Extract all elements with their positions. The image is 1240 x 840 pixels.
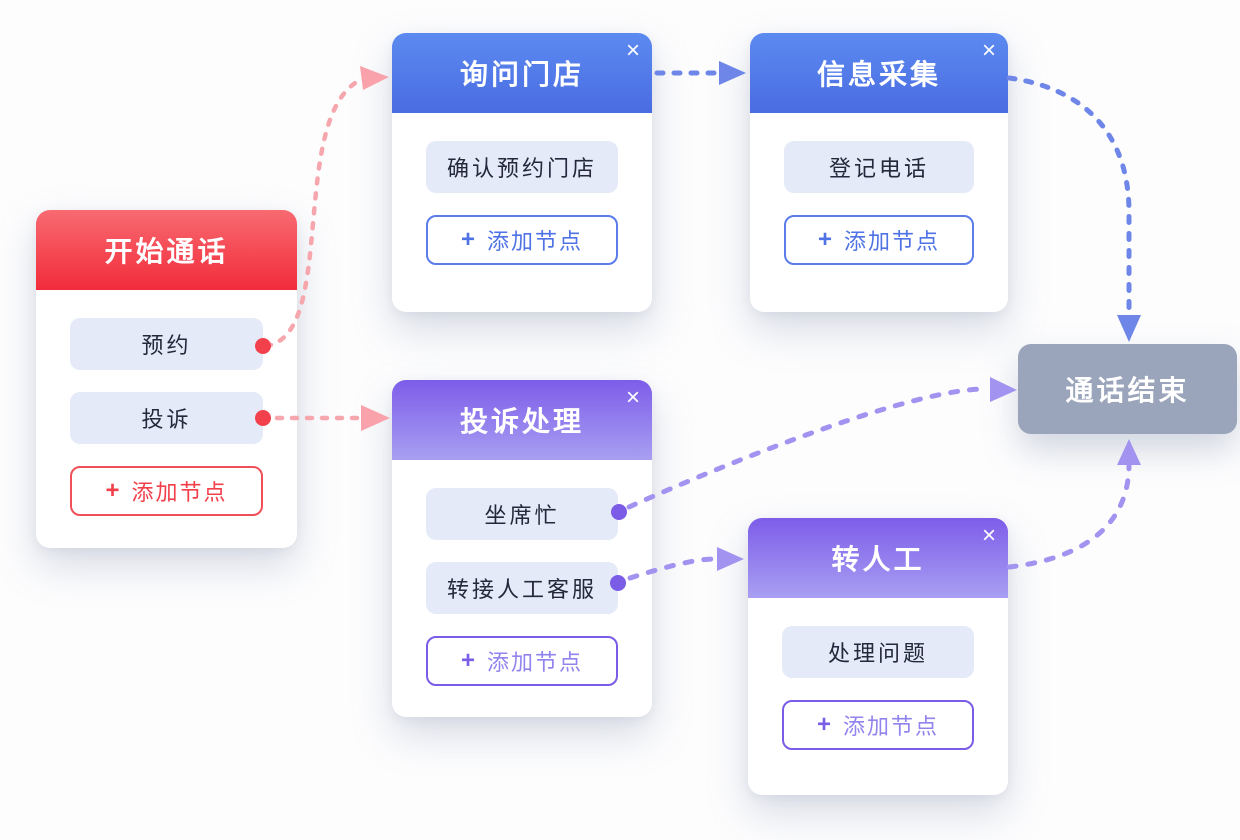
node-title: 转人工: [831, 544, 925, 575]
branch-item-agent-busy[interactable]: 坐席忙: [426, 488, 618, 540]
branch-item-complaint[interactable]: 投诉: [70, 392, 263, 444]
node-body: 确认预约门店 + 添加节点: [392, 113, 652, 265]
node-card-complaint-handle[interactable]: 投诉处理 × 坐席忙 转接人工客服 + 添加节点: [392, 380, 652, 717]
node-title: 开始通话: [104, 236, 229, 267]
node-body: 坐席忙 转接人工客服 + 添加节点: [392, 460, 652, 686]
add-node-label: 添加节点: [487, 229, 584, 254]
add-node-label: 添加节点: [843, 714, 940, 739]
arrow-head: [1117, 439, 1141, 465]
add-node-button[interactable]: + 添加节点: [782, 700, 974, 750]
add-node-button[interactable]: + 添加节点: [784, 215, 974, 265]
edge-human-to-call-end: [1006, 463, 1132, 570]
branch-item-appointment[interactable]: 预约: [70, 318, 263, 370]
close-icon[interactable]: ×: [981, 37, 996, 64]
node-title: 信息采集: [816, 59, 941, 90]
node-title: 询问门店: [459, 59, 584, 90]
node-header: 开始通话: [36, 210, 297, 290]
arrow-head: [719, 61, 746, 85]
close-icon[interactable]: ×: [981, 522, 996, 549]
node-card-info-collect[interactable]: 信息采集 × 登记电话 + 添加节点: [750, 33, 1008, 312]
edge-agent-busy-to-call-end: [626, 386, 988, 510]
add-node-button[interactable]: + 添加节点: [426, 215, 618, 265]
close-icon[interactable]: ×: [625, 384, 640, 411]
arrow-head: [990, 377, 1017, 402]
plus-icon: +: [460, 226, 477, 253]
close-icon[interactable]: ×: [625, 37, 640, 64]
add-node-label: 添加节点: [844, 229, 941, 254]
plus-icon: +: [105, 477, 122, 504]
add-node-label: 添加节点: [131, 480, 228, 505]
arrow-head: [717, 547, 744, 571]
node-header: 询问门店 ×: [392, 33, 652, 113]
arrow-head: [1117, 315, 1141, 342]
node-title: 投诉处理: [459, 406, 584, 437]
branch-item-transfer-agent[interactable]: 转接人工客服: [426, 562, 618, 614]
plus-icon: +: [817, 226, 834, 253]
arrow-head: [361, 405, 390, 431]
node-card-to-human[interactable]: 转人工 × 处理问题 + 添加节点: [748, 518, 1008, 795]
node-card-call-end[interactable]: 通话结束: [1018, 344, 1237, 434]
node-body: 预约 投诉 + 添加节点: [36, 290, 297, 516]
node-header: 信息采集 ×: [750, 33, 1008, 113]
branch-item-handle-issue[interactable]: 处理问题: [782, 626, 974, 678]
add-node-button[interactable]: + 添加节点: [426, 636, 618, 686]
node-body: 登记电话 + 添加节点: [750, 113, 1008, 265]
node-header: 转人工 ×: [748, 518, 1008, 598]
branch-item-register-phone[interactable]: 登记电话: [784, 141, 974, 193]
node-card-ask-store[interactable]: 询问门店 × 确认预约门店 + 添加节点: [392, 33, 652, 312]
plus-icon: +: [460, 647, 477, 674]
node-title: 通话结束: [1065, 375, 1190, 406]
arrow-head: [360, 66, 389, 90]
node-body: 处理问题 + 添加节点: [748, 598, 1008, 750]
branch-item-confirm-store[interactable]: 确认预约门店: [426, 141, 618, 193]
add-node-button[interactable]: + 添加节点: [70, 466, 263, 516]
node-card-start-call[interactable]: 开始通话 预约 投诉 + 添加节点: [36, 210, 297, 548]
plus-icon: +: [816, 711, 833, 738]
node-header: 投诉处理 ×: [392, 380, 652, 460]
edge-info-collect-to-call-end: [1006, 75, 1132, 315]
add-node-label: 添加节点: [487, 650, 584, 675]
